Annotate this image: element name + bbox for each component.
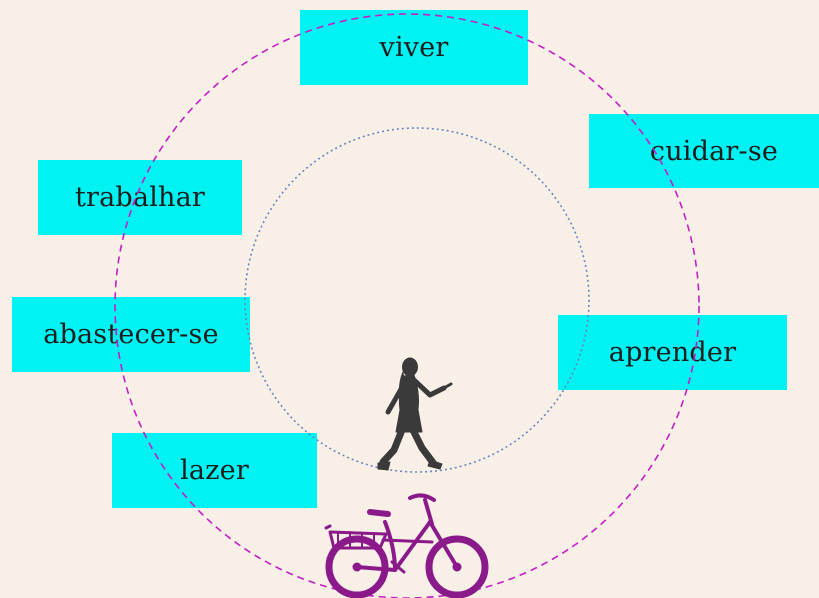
walking-woman-icon: [377, 357, 453, 471]
label-cuidar-se: cuidar-se: [589, 114, 819, 188]
label-aprender: aprender: [558, 315, 787, 390]
label-viver-text: viver: [379, 32, 449, 63]
bicycle-icon: [324, 493, 489, 598]
label-viver: viver: [300, 10, 528, 85]
label-lazer-text: lazer: [180, 455, 249, 486]
label-abastecer-se: abastecer-se: [12, 297, 250, 372]
label-aprender-text: aprender: [608, 337, 737, 368]
inner-dotted-circle: [244, 127, 590, 473]
label-cuidar-se-text: cuidar-se: [649, 135, 779, 167]
label-trabalhar: trabalhar: [38, 160, 242, 235]
label-trabalhar-text: trabalhar: [74, 182, 206, 213]
label-abastecer-se-text: abastecer-se: [43, 319, 219, 350]
label-lazer: lazer: [112, 433, 317, 508]
